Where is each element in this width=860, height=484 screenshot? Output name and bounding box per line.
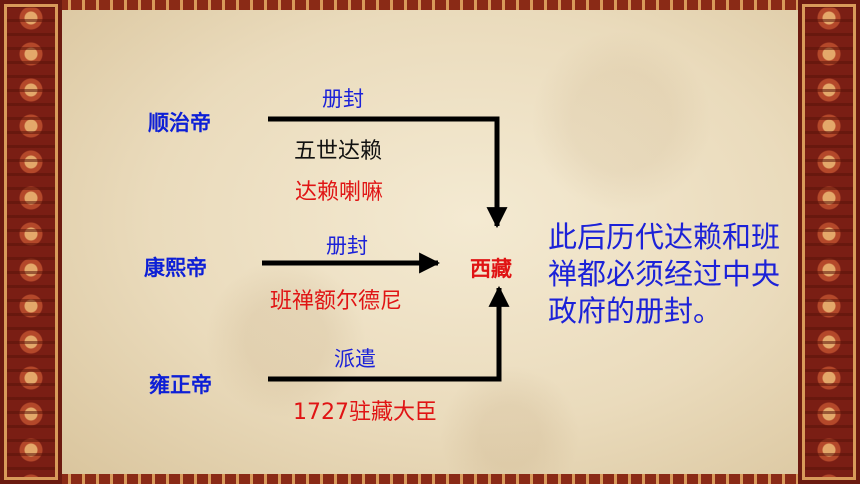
title-resident-minister: 1727驻藏大臣 [293,400,437,425]
action-shunzhi: 册封 [322,87,364,111]
ornamental-border-left [0,0,62,484]
action-yongzheng: 派遣 [334,347,376,371]
conclusion-text: 此后历代达赖和班禅都必须经过中央政府的册封。 [548,220,781,328]
emperor-yongzheng: 雍正帝 [149,373,212,397]
arrow-yongzheng-to-tibet [268,285,510,382]
title-dalai-lama: 达赖喇嘛 [295,180,384,205]
person-fifth-dalai: 五世达赖 [294,139,383,164]
decorative-strip-top [62,0,808,10]
ornamental-border-right [798,0,860,484]
parchment-background [62,0,808,484]
arrow-shunzhi-to-tibet [268,116,508,229]
action-kangxi: 册封 [326,234,368,258]
emperor-kangxi: 康熙帝 [144,256,207,280]
target-tibet: 西藏 [470,257,512,281]
emperor-shunzhi: 顺治帝 [148,111,211,135]
title-panchen-erdeni: 班禅额尔德尼 [270,289,403,314]
decorative-strip-bottom [62,474,808,484]
